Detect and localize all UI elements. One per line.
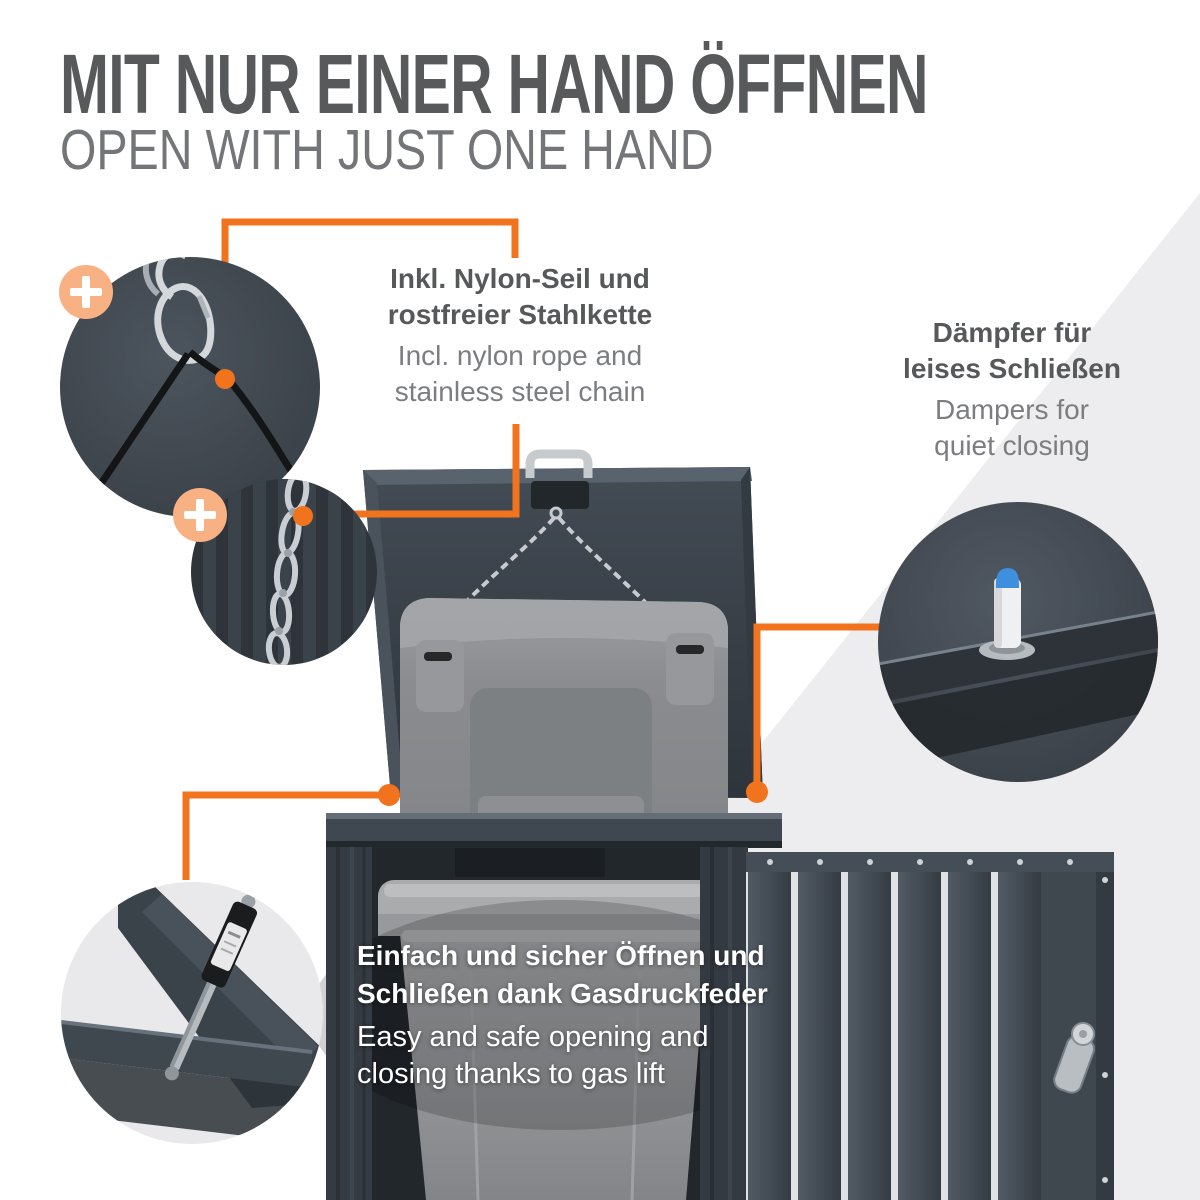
callout-damper-de-line2: leises Schließen: [903, 353, 1121, 384]
callout-damper: Dämpfer für leises Schließen Dampers for…: [847, 315, 1177, 464]
connector-dots: [215, 369, 768, 806]
callout-rope-chain: Inkl. Nylon-Seil und rostfreier Stahlket…: [322, 261, 718, 410]
page-title: MIT NUR EINER HAND ÖFFNEN: [60, 42, 1200, 126]
detail-circle-damper: [878, 502, 1158, 782]
page-subtitle-text: OPEN WITH JUST ONE HAND: [60, 118, 714, 182]
lid-chain: [458, 506, 651, 610]
door-edge: [1096, 852, 1114, 1200]
carabiner-icon: [155, 257, 188, 300]
connector-gaslift: [182, 791, 388, 880]
wheelie-bin: [378, 880, 730, 1200]
callout-damper-en-line2: quiet closing: [934, 430, 1090, 461]
callout-gas-en-line1: Easy and safe opening and: [357, 1021, 709, 1053]
callout-gas-lift: Einfach und sicher Öffnen und Schließen …: [357, 937, 837, 1093]
bin-lid-hinge: [455, 845, 605, 877]
callout-damper-de-line1: Dämpfer für: [932, 317, 1092, 348]
shed-door-open: [746, 852, 1114, 1200]
door-slats: [748, 862, 1041, 1200]
gas-spring-icon: [164, 894, 258, 1081]
callout-rope-en-line1: Incl. nylon rope and: [397, 340, 643, 371]
door-top-rail: [746, 852, 1114, 872]
door-screws: [767, 859, 1108, 1183]
plus-icon: [173, 488, 227, 542]
shed-body: [310, 813, 810, 1200]
detail-circle-gaslift: [61, 882, 323, 1144]
shed-posts: [326, 847, 748, 1200]
lid-handle-recess: [531, 481, 589, 509]
connector-chain: [305, 424, 520, 518]
plus-icon: [59, 265, 113, 319]
callout-rope-de-line2: rostfreier Stahlkette: [387, 299, 653, 330]
connector-damper: [753, 623, 890, 790]
damper-icon: [979, 568, 1035, 660]
callout-gas-en-line2: closing thanks to gas lift: [357, 1058, 665, 1090]
callout-rope-en-line2: stainless steel chain: [394, 376, 646, 407]
page-title-text: MIT NUR EINER HAND ÖFFNEN: [60, 37, 928, 131]
callout-gas-de-line2: Schließen dank Gasdruckfeder: [357, 978, 768, 1009]
door-handle: [1053, 1022, 1096, 1094]
detail-circle-rope: [60, 257, 320, 517]
caption-shade: [310, 900, 810, 1130]
callout-rope-de-line1: Inkl. Nylon-Seil und: [390, 263, 650, 294]
callout-damper-en-line1: Dampers for: [934, 394, 1090, 425]
page-subtitle: OPEN WITH JUST ONE HAND: [60, 120, 857, 180]
lid-handle: [525, 449, 593, 478]
callout-gas-de-line1: Einfach und sicher Öffnen und: [357, 940, 765, 971]
